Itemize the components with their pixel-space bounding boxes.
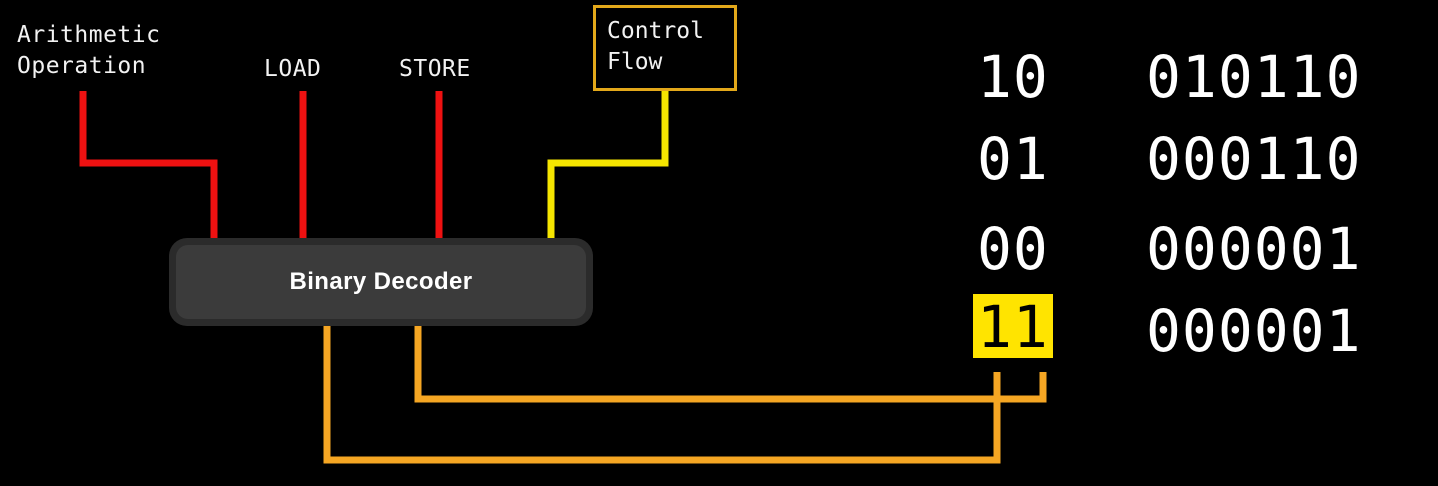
operand-cell-2: 000001 <box>1146 215 1362 283</box>
binary-decoder-node[interactable]: Binary Decoder <box>169 238 593 326</box>
opcode-cell-3-highlighted[interactable]: 11 <box>973 294 1053 358</box>
binary-decoder-label: Binary Decoder <box>289 268 473 295</box>
label-control-flow: Control Flow <box>607 18 704 75</box>
opcode-cell-2: 00 <box>977 215 1049 283</box>
binary-decoder-panel: Binary Decoder <box>176 245 586 319</box>
opcode-cell-1: 01 <box>977 125 1049 193</box>
label-load: LOAD <box>264 56 322 82</box>
opcode-cell-0: 10 <box>977 43 1049 111</box>
control-flow-box: Control Flow <box>593 5 737 91</box>
wire-arithmetic-operation <box>79 91 218 244</box>
wire-output-outer <box>323 322 1001 464</box>
wire-output-inner <box>414 322 1047 403</box>
label-arithmetic-operation: Arithmetic Operation <box>17 22 161 79</box>
operand-cell-1: 000110 <box>1146 125 1362 193</box>
operand-cell-0: 010110 <box>1146 43 1362 111</box>
operand-cell-3: 000001 <box>1146 297 1362 365</box>
wire-control-flow <box>547 91 669 244</box>
label-store: STORE <box>399 56 471 82</box>
